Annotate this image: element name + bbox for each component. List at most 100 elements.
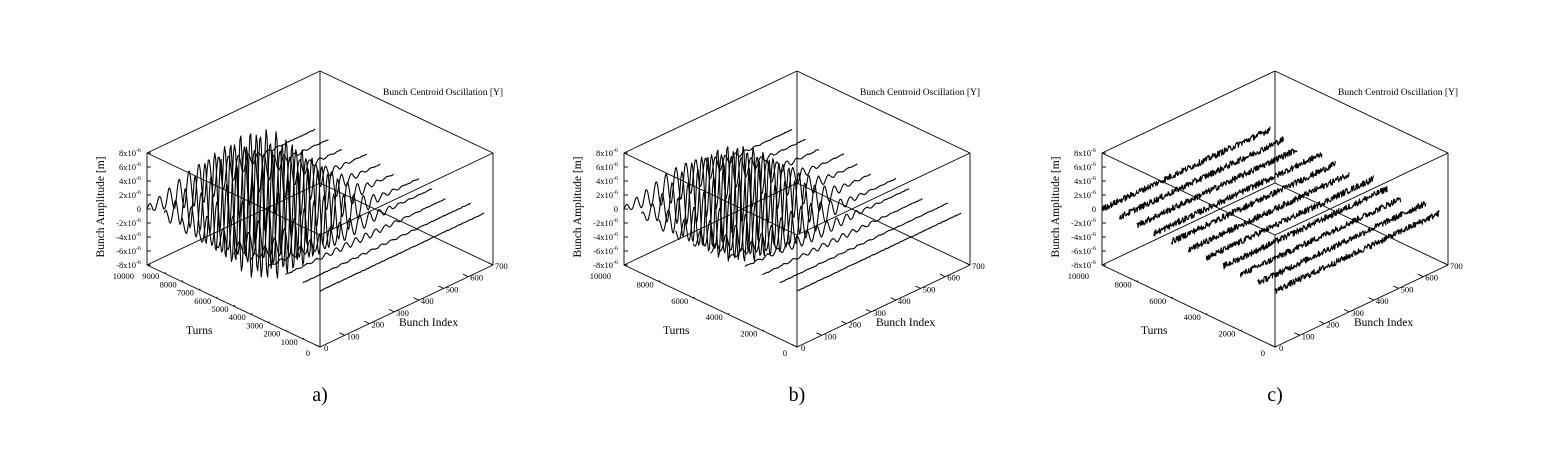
turns-tick-mark xyxy=(302,337,305,340)
amplitude-tick-exponent: -6 xyxy=(1091,246,1096,252)
turns-tick-mark xyxy=(1101,263,1104,266)
amplitude-tick-exponent: -6 xyxy=(136,190,141,196)
bunch-tick-mark xyxy=(438,285,444,289)
series-line-turns-9000 xyxy=(1118,136,1284,220)
amplitude-tick-label: -6x10-6 xyxy=(593,246,618,256)
series-line-turns-4000 xyxy=(1205,175,1375,261)
amplitude-tick-mantissa: -8x10 xyxy=(116,260,136,270)
series-line-turns-5000 xyxy=(233,167,394,269)
bunch-tick-mark xyxy=(964,262,971,266)
turns-tick-mark xyxy=(181,280,184,282)
series-line-turns-8000 xyxy=(1136,148,1298,229)
amplitude-tick-label: -8x10-6 xyxy=(1071,260,1096,270)
amplitude-axis-ticks: 8x10-66x10-64x10-62x10-60-2x10-6-4x10-6-… xyxy=(116,148,151,270)
amplitude-tick-exponent: -6 xyxy=(613,232,618,238)
series-curves xyxy=(146,128,485,292)
amplitude-tick-mantissa: 4x10 xyxy=(1074,176,1091,186)
amplitude-tick-mantissa: -4x10 xyxy=(593,232,613,242)
box-edge xyxy=(319,264,494,348)
box-edge xyxy=(1274,152,1449,236)
bunch-tick-label: 100 xyxy=(347,331,360,341)
amplitude-tick-mantissa: -6x10 xyxy=(593,246,613,256)
bunch-tick-mark xyxy=(487,262,494,266)
box-edge xyxy=(146,70,321,154)
amplitude-tick-label: 4x10-6 xyxy=(596,176,618,186)
z-axis-label: Bunch Amplitude [m] xyxy=(95,157,107,258)
bunch-tick-label: 400 xyxy=(1376,296,1389,306)
turns-tick-label: 9000 xyxy=(142,271,159,281)
bunch-tick-label: 500 xyxy=(446,284,459,294)
amplitude-tick-exponent: -6 xyxy=(613,218,618,224)
turns-tick-mark xyxy=(1274,345,1277,348)
series-line-turns-5000 xyxy=(1187,172,1350,253)
amplitude-tick-exponent: -6 xyxy=(136,246,141,252)
box-edge xyxy=(796,70,971,154)
turns-tick-label: 6000 xyxy=(1149,296,1166,306)
series-curves xyxy=(1101,126,1440,294)
bunch-tick-label: 200 xyxy=(848,320,861,330)
bunch-tick-mark xyxy=(413,297,420,301)
turns-tick-label: 0 xyxy=(783,348,787,358)
bunch-tick-mark xyxy=(1393,285,1399,289)
bunch-tick-mark xyxy=(890,297,897,301)
turns-tick-label: 6000 xyxy=(194,296,211,306)
amplitude-tick-exponent: -6 xyxy=(136,176,141,182)
chart-title: Bunch Centroid Oscillation [Y] xyxy=(383,88,503,98)
series-line-turns-5000 xyxy=(710,173,872,256)
turns-tick-mark xyxy=(693,296,695,299)
bunch-axis-label: Bunch Index xyxy=(876,317,935,329)
bunch-axis-label: Bunch Index xyxy=(1354,317,1413,329)
turns-tick-label: 8000 xyxy=(637,279,654,289)
bunch-tick-label: 0 xyxy=(324,343,328,353)
amplitude-tick-exponent: -6 xyxy=(1091,232,1096,238)
amplitude-tick-exponent: -6 xyxy=(1091,176,1096,182)
amplitude-tick-label: 0 xyxy=(614,204,618,214)
bunch-tick-mark xyxy=(1417,273,1424,278)
amplitude-tick-mantissa: -8x10 xyxy=(1071,260,1091,270)
series-line-turns-9000 xyxy=(163,139,329,235)
box-edge xyxy=(1274,70,1449,154)
amplitude-tick-label: 2x10-6 xyxy=(119,190,141,200)
panel-a: 8x10-66x10-64x10-62x10-60-2x10-6-4x10-6-… xyxy=(95,70,508,406)
panel-label: b) xyxy=(789,384,806,406)
amplitude-tick-mantissa: 4x10 xyxy=(596,176,613,186)
bunch-tick-mark xyxy=(462,273,469,278)
turns-tick-mark xyxy=(1205,313,1208,315)
amplitude-tick-label: -2x10-6 xyxy=(116,218,141,228)
series-line-turns-3000 xyxy=(744,188,910,267)
box-edge xyxy=(796,182,971,266)
turns-tick-mark xyxy=(623,263,626,266)
turns-tick-mark xyxy=(267,321,270,323)
bunch-tick-mark xyxy=(314,344,321,348)
bunch-tick-mark xyxy=(865,308,872,313)
amplitude-tick-label: 4x10-6 xyxy=(119,176,141,186)
turns-tick-mark xyxy=(285,329,288,332)
amplitude-tick-mantissa: -2x10 xyxy=(593,218,613,228)
turns-tick-label: 5000 xyxy=(212,304,229,314)
turns-axis-label: Turns xyxy=(1141,325,1168,337)
series-curves xyxy=(623,128,962,292)
turns-tick-mark xyxy=(796,345,799,348)
series-line-turns-7000 xyxy=(1153,152,1323,237)
bunch-tick-label: 600 xyxy=(947,273,960,283)
turns-tick-label: 4000 xyxy=(229,312,246,322)
amplitude-tick-mantissa: -2x10 xyxy=(116,218,136,228)
bunch-tick-label: 300 xyxy=(1351,308,1364,318)
turns-tick-mark xyxy=(1240,329,1243,332)
amplitude-tick-exponent: -6 xyxy=(1091,162,1096,168)
bunch-tick-mark xyxy=(939,273,946,278)
bunch-tick-label: 100 xyxy=(824,331,837,341)
bunch-tick-label: 600 xyxy=(1425,273,1438,283)
amplitude-tick-mantissa: 0 xyxy=(137,204,141,214)
bunch-tick-label: 300 xyxy=(396,308,409,318)
bunch-tick-mark xyxy=(915,285,921,289)
amplitude-tick-mantissa: -2x10 xyxy=(1071,218,1091,228)
series-line-turns-10000 xyxy=(146,128,316,211)
amplitude-tick-mantissa: -4x10 xyxy=(116,232,136,242)
series-line-turns-10000 xyxy=(1101,126,1271,212)
amplitude-tick-exponent: -6 xyxy=(613,162,618,168)
series-line-turns-0 xyxy=(796,212,962,292)
